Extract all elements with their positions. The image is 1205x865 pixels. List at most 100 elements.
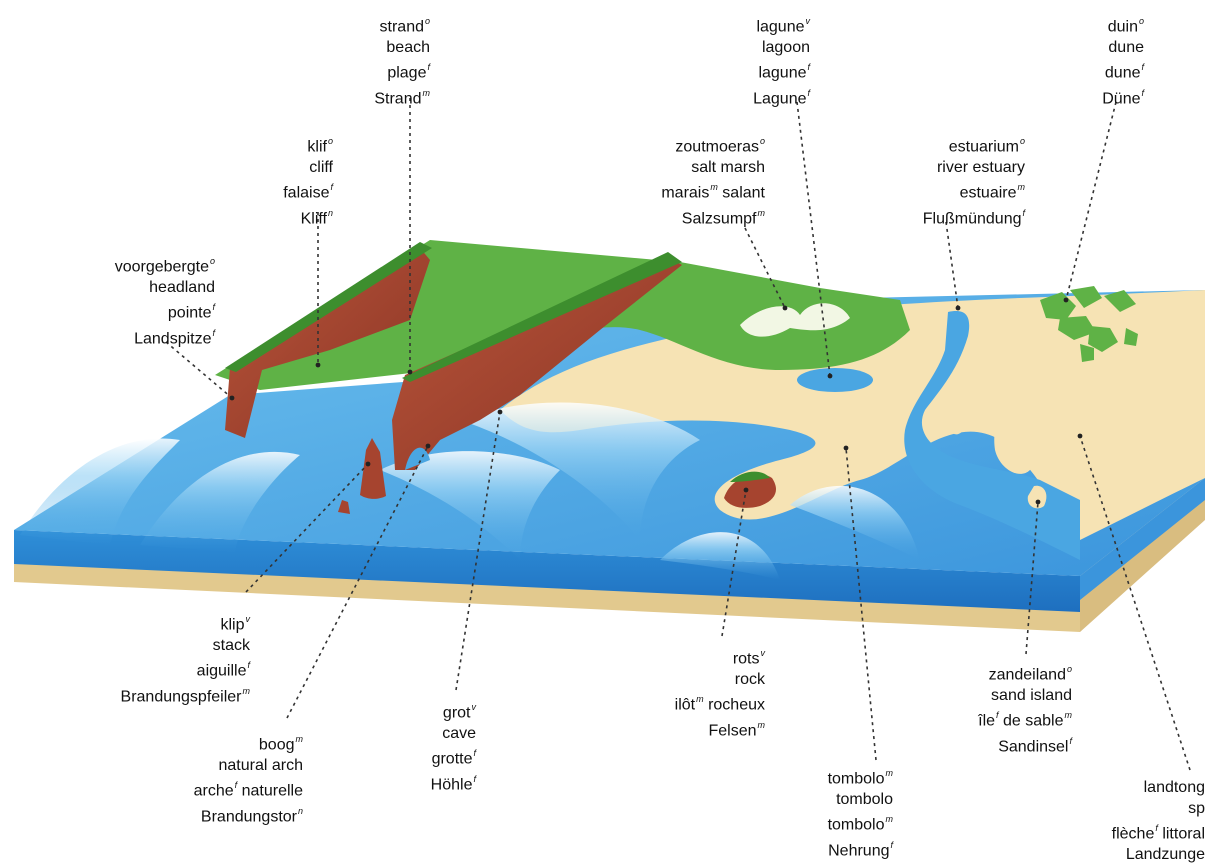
voorgebergte-term-line-3: pointef [115,298,215,324]
grot-term-line-1: grotv [431,698,476,724]
gender-marker: v [246,614,251,624]
boog-term-line-2: natural arch [194,756,303,777]
gender-marker: m [296,734,304,744]
gender-marker: n [328,208,333,218]
term-text: stack [213,637,250,654]
zandeiland-term-line-2: sand island [978,686,1072,707]
grot-term-line-2: cave [431,724,476,745]
gender-marker: v [806,16,811,26]
tombolo-term-line-4: Nehrungf [828,836,893,862]
rots-term-line-1: rotsv [675,644,765,670]
term-text: klip [220,616,244,633]
gender-marker: v [472,702,477,712]
term-text: Felsen [708,722,756,739]
gender-marker: f [212,302,215,312]
gender-marker: f [890,840,893,850]
term-text: dune [1108,39,1144,56]
term-text: marais [661,185,709,202]
term-text: salt marsh [691,159,765,176]
duin-term-line-4: Dünef [1102,84,1144,110]
term-text: Nehrung [828,842,889,859]
gender-marker: m [758,208,766,218]
gender-marker: f [1069,736,1072,746]
leader-duin [1066,102,1116,300]
term-text: plage [387,65,426,82]
boog-term-line-3: archef naturelle [194,776,303,802]
gender-marker: m [696,694,704,704]
estuarium-term-line-2: river estuary [923,158,1025,179]
term-text: salant [718,185,765,202]
term-text: Landzunge [1126,846,1205,863]
klip-term-line-1: klipv [121,610,250,636]
term-text: Lagune [753,90,806,107]
term-text: Kliff [301,210,327,227]
gender-marker: f [1141,88,1144,98]
gender-marker: m [886,814,894,824]
gender-marker: m [243,686,251,696]
leader-voorgebergte [166,342,232,398]
term-text: Landspitze [134,330,211,347]
term-text: flèche [1112,825,1155,842]
term-text: landtong [1144,779,1205,796]
tombolo-term-line-1: tombolom [828,764,893,790]
gender-marker: m [423,88,431,98]
estuarium-term-line-3: estuairem [923,178,1025,204]
term-text: Brandungspfeiler [121,688,242,705]
gender-marker: o [210,256,215,266]
landtong-term-line-2: sp [1112,799,1205,820]
term-text: littoral [1158,825,1205,842]
term-text: estuarium [949,138,1019,155]
grot-term-line-4: Höhlef [431,770,476,796]
duin-term-line-1: duino [1102,12,1144,38]
klip-term-line-3: aiguillef [121,656,250,682]
term-text: duin [1108,18,1138,35]
grot-term-line-3: grottef [431,744,476,770]
zoutmoeras-term-line-4: Salzsumpfm [661,204,765,230]
term-text: rock [735,671,765,688]
boog-term-line-4: Brandungstorn [194,802,303,828]
term-text: zoutmoeras [675,138,759,155]
term-text: Düne [1102,90,1140,107]
label-landtong: landtongspflèchef littoralLandzunge [1112,778,1205,865]
term-text: klif [307,138,327,155]
voorgebergte-term-line-4: Landspitzef [115,324,215,350]
zandeiland-term-line-1: zandeilando [978,660,1072,686]
term-text: tombolo [836,791,893,808]
term-text: sp [1188,800,1205,817]
zandeiland-term-line-3: îlef de sablem [978,706,1072,732]
gender-marker: f [807,88,810,98]
lagune-term-line-1: lagunev [753,12,810,38]
landtong-term-line-1: landtong [1112,778,1205,799]
term-text: ilôt [675,697,695,714]
boog-term-line-1: boogm [194,730,303,756]
term-text: sand island [991,687,1072,704]
gender-marker: f [235,780,238,790]
rots-term-line-2: rock [675,670,765,691]
gender-marker: f [473,748,476,758]
estuarium-term-line-1: estuariumo [923,132,1025,158]
term-text: Höhle [431,776,473,793]
term-text: natural arch [219,757,304,774]
gender-marker: o [328,136,333,146]
term-text: Salzsumpf [682,210,757,227]
term-text: cliff [309,159,333,176]
gender-marker: n [298,806,303,816]
gender-marker: v [761,648,766,658]
lagoon-water [797,368,873,392]
term-text: river estuary [937,159,1025,176]
gender-marker: f [1022,208,1025,218]
gender-marker: o [1139,16,1144,26]
gender-marker: o [425,16,430,26]
strand-term-line-1: strando [374,12,430,38]
zoutmoeras-term-line-2: salt marsh [661,158,765,179]
voorgebergte-term-line-1: voorgebergteo [115,252,215,278]
gender-marker: f [427,62,430,72]
term-text: Sandinsel [998,738,1068,755]
term-text: rocheux [704,697,765,714]
